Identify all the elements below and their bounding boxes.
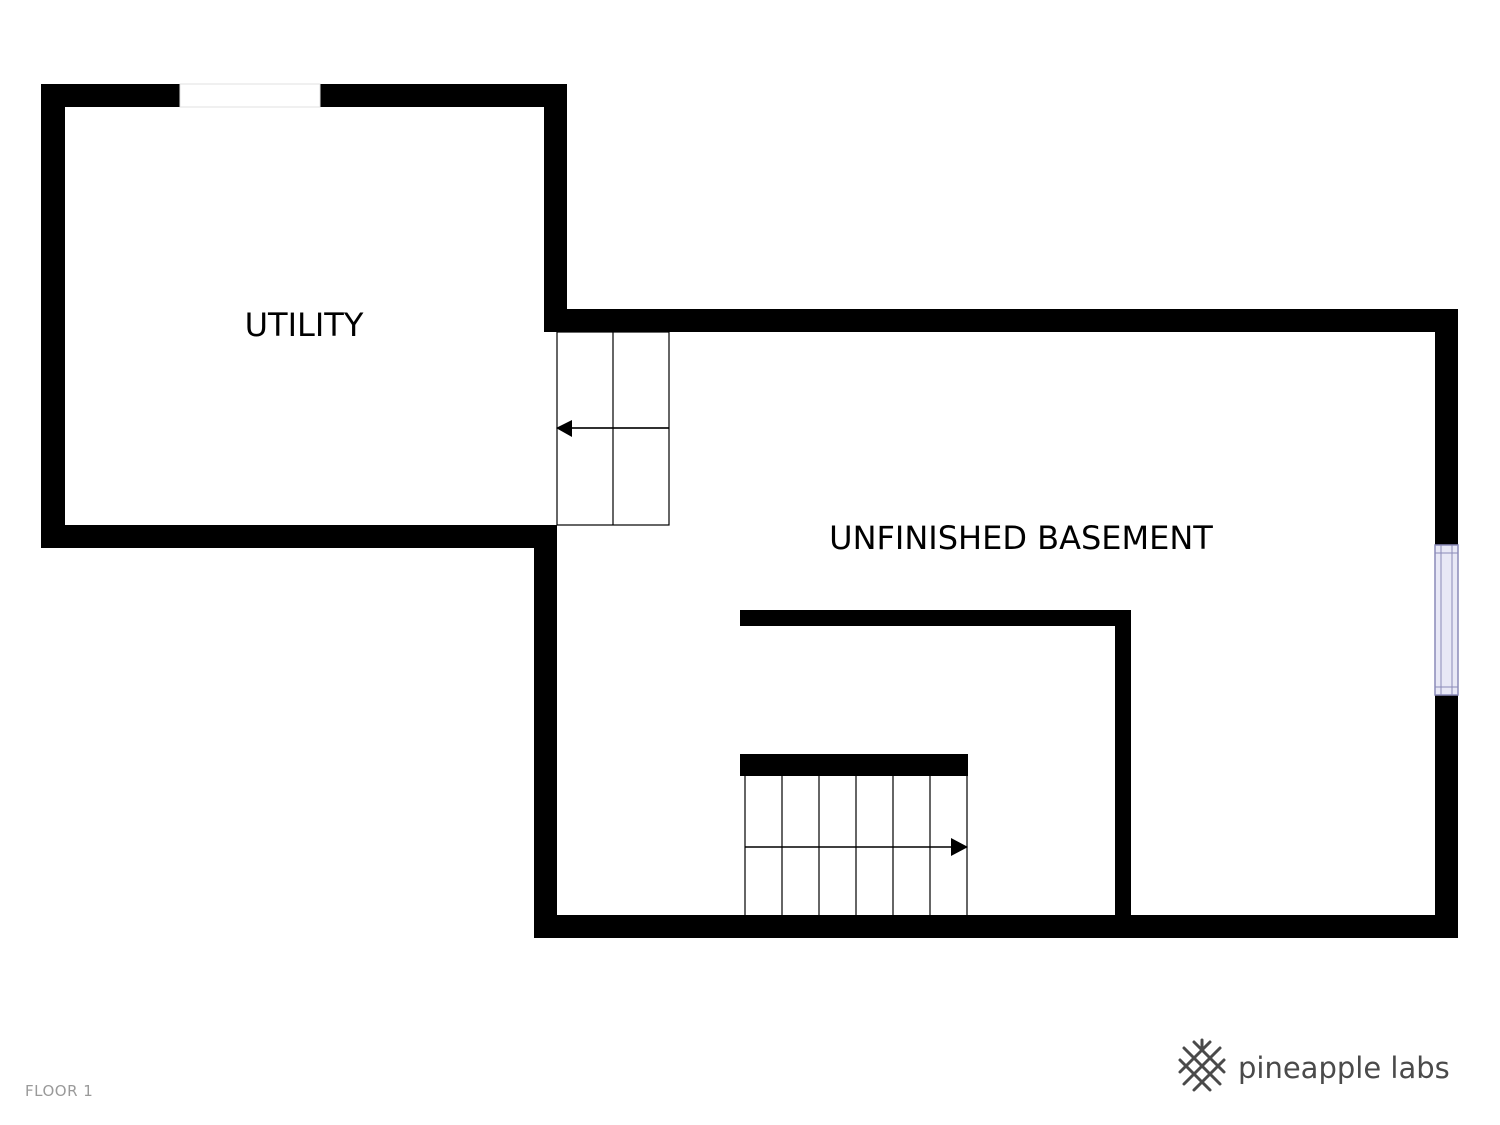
stair-rail	[740, 754, 968, 776]
utility-wall-bottom	[41, 525, 557, 548]
utility-wall-right	[544, 84, 567, 332]
brand-logo: pineapple labs	[1176, 1038, 1450, 1098]
utility-wall-top-right	[320, 84, 567, 107]
basement-window	[1434, 544, 1459, 696]
lower-stairs-arrow-icon	[951, 838, 968, 856]
basement-walls	[534, 309, 1458, 938]
floor-label: FLOOR 1	[25, 1082, 94, 1100]
upper-stairs	[556, 331, 670, 526]
interior-wall-vertical	[1115, 610, 1131, 915]
basement-wall-bottom	[534, 915, 1458, 938]
room-label-unfinished-basement: UNFINISHED BASEMENT	[829, 519, 1213, 557]
utility-walls	[41, 84, 567, 548]
upper-stairs-arrow-icon	[556, 420, 572, 437]
interior-wall-horizontal	[740, 610, 1131, 626]
pineapple-lattice-icon	[1178, 1038, 1226, 1092]
utility-wall-top-left	[41, 84, 180, 107]
basement-wall-left	[534, 525, 557, 938]
basement-wall-right-lower	[1435, 695, 1458, 938]
brand-name: pineapple labs	[1238, 1051, 1450, 1085]
basement-wall-right-upper	[1435, 309, 1458, 545]
room-label-utility: UTILITY	[245, 306, 364, 344]
lower-stairs	[744, 776, 968, 915]
utility-window	[179, 83, 321, 108]
basement-wall-top	[544, 309, 1458, 332]
utility-wall-left	[41, 84, 65, 548]
